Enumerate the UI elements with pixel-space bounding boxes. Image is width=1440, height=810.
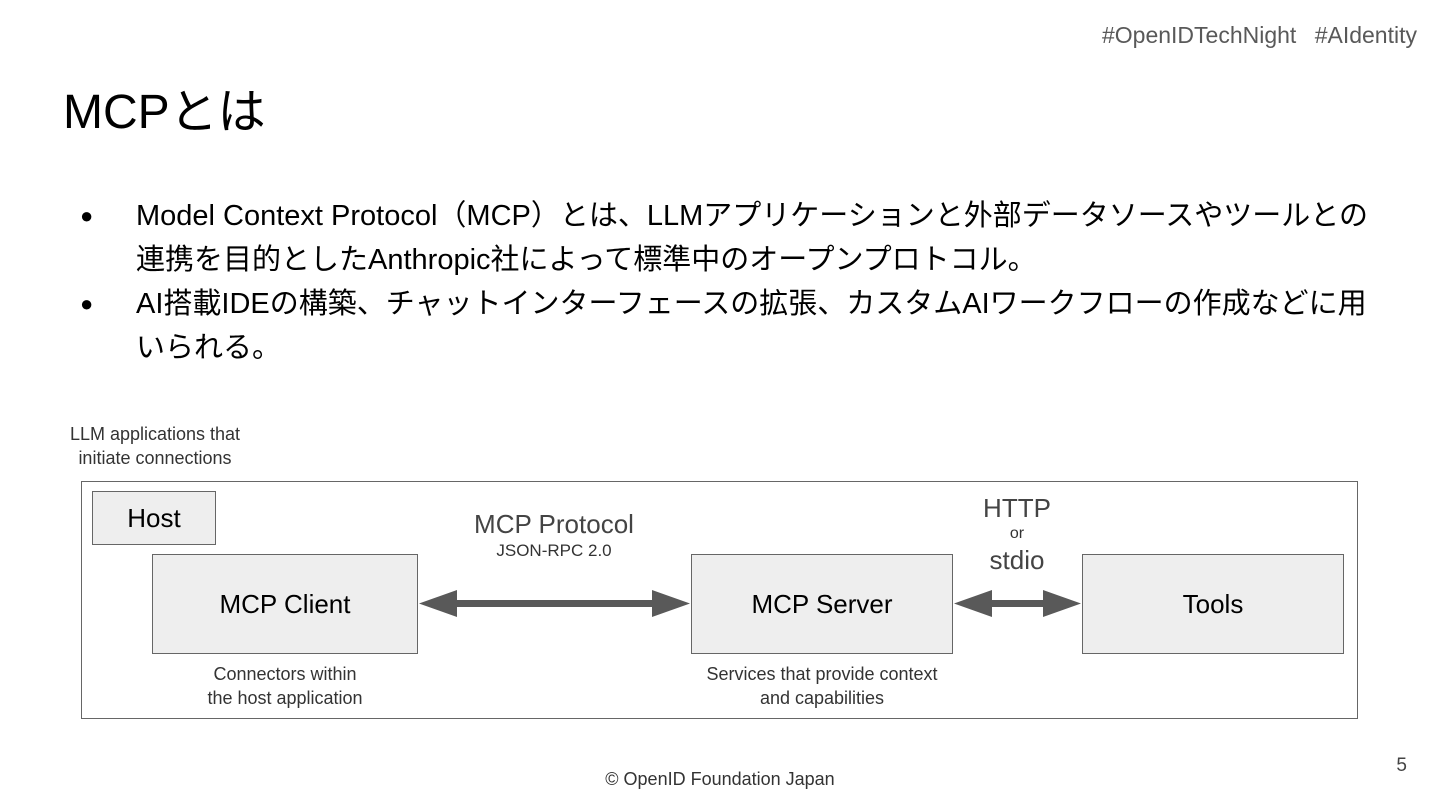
- slide-title: MCPとは: [63, 86, 266, 139]
- mcp-client-label: MCP Client: [219, 588, 351, 619]
- host-caption: LLM applications that initiate connectio…: [40, 422, 270, 470]
- transport-stdio: stdio: [989, 545, 1045, 575]
- protocol-format: JSON-RPC 2.0: [496, 541, 612, 560]
- mcp-client-box: MCP Client: [152, 554, 418, 654]
- transport-http: HTTP: [983, 493, 1051, 523]
- host-caption-line2: initiate connections: [78, 448, 232, 468]
- client-caption: Connectors within the host application: [152, 662, 418, 710]
- protocol-label: MCP Protocol JSON-RPC 2.0: [424, 508, 684, 562]
- bullet-list: ● Model Context Protocol（MCP）とは、LLMアプリケー…: [80, 194, 1390, 370]
- hashtag-aidentity: #AIdentity: [1314, 22, 1417, 48]
- mcp-server-box: MCP Server: [691, 554, 953, 654]
- copyright-footer: © OpenID Foundation Japan: [605, 769, 835, 789]
- transport-or: or: [1009, 525, 1025, 542]
- bullet-item: ● Model Context Protocol（MCP）とは、LLMアプリケー…: [80, 194, 1390, 282]
- tools-box: Tools: [1082, 554, 1344, 654]
- host-caption-line1: LLM applications that: [69, 424, 241, 444]
- transport-label: HTTP or stdio: [957, 493, 1077, 575]
- server-caption-line2: and capabilities: [759, 688, 885, 708]
- page-number: 5: [1396, 755, 1407, 776]
- hashtags: #OpenIDTechNight #AIdentity: [1102, 22, 1417, 49]
- protocol-name: MCP Protocol: [474, 509, 634, 539]
- server-caption-line1: Services that provide context: [706, 664, 938, 684]
- bullet-item: ● AI搭載IDEの構築、チャットインターフェースの拡張、カスタムAIワークフロ…: [80, 282, 1390, 370]
- bullet-dot: ●: [80, 203, 94, 228]
- host-label: Host: [127, 502, 181, 533]
- hashtag-openidtechnight: #OpenIDTechNight: [1101, 22, 1297, 48]
- client-caption-line2: the host application: [207, 688, 363, 708]
- client-caption-line1: Connectors within: [213, 664, 357, 684]
- bullet-text-mcp-usage: AI搭載IDEの構築、チャットインターフェースの拡張、カスタムAIワークフローの…: [136, 288, 1367, 364]
- server-caption: Services that provide context and capabi…: [671, 662, 973, 710]
- mcp-server-label: MCP Server: [751, 588, 893, 619]
- host-box: Host: [92, 491, 216, 545]
- tools-label: Tools: [1182, 588, 1244, 619]
- host-frame: [81, 481, 1358, 719]
- bullet-dot: ●: [80, 291, 94, 316]
- bullet-text-mcp-definition: Model Context Protocol（MCP）とは、LLMアプリケーショ…: [136, 200, 1368, 276]
